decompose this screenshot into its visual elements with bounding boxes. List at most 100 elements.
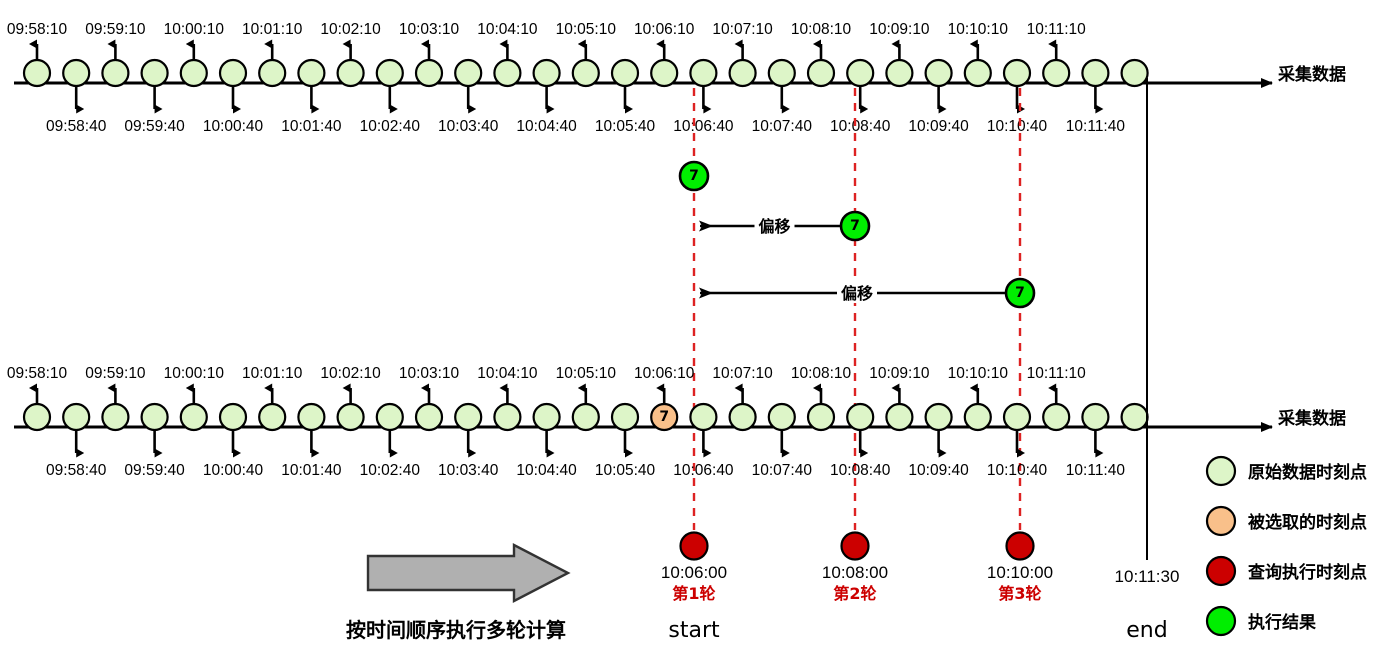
- raw-data-point: [1081, 402, 1110, 432]
- legend-label: 查询执行时刻点: [1247, 562, 1367, 583]
- flow-direction-label: 按时间顺序执行多轮计算: [346, 618, 566, 642]
- tick-label-down: 10:10:40: [987, 118, 1048, 135]
- raw-data-point: [1002, 402, 1032, 432]
- tick-label-down: 10:07:40: [752, 118, 813, 135]
- tick-label-down: 10:05:40: [595, 462, 656, 479]
- raw-data-point: [179, 58, 208, 88]
- tick-label-up: 10:11:10: [1027, 21, 1087, 38]
- result-point: [1004, 277, 1036, 309]
- raw-data-point: [493, 402, 522, 432]
- tick-label-down: 10:02:40: [360, 462, 421, 479]
- raw-data-point: [610, 58, 640, 88]
- raw-data-point: [297, 58, 326, 88]
- tick-label-up: 09:59:10: [85, 21, 146, 38]
- tick-label-down: 10:09:40: [908, 118, 969, 135]
- raw-data-point: [258, 58, 287, 88]
- legend-swatch: [1205, 555, 1237, 587]
- tick-label-up: 10:08:10: [791, 365, 852, 382]
- tick-label-up: 10:05:10: [556, 21, 617, 38]
- offset-label: 偏移: [841, 284, 873, 303]
- tick-label-up: 10:07:10: [712, 365, 773, 382]
- offset-label: 偏移: [758, 217, 790, 236]
- tick-label-up: 10:05:10: [556, 365, 617, 382]
- result-point-value: 7: [850, 218, 860, 234]
- raw-data-point: [689, 58, 718, 88]
- flow-arrow-group: 按时间顺序执行多轮计算: [346, 543, 571, 642]
- tick-label-down: 10:11:40: [1066, 462, 1126, 479]
- raw-data-point: [1120, 402, 1149, 432]
- raw-data-point: [297, 402, 326, 432]
- legend-swatch: [1205, 605, 1237, 637]
- raw-data-point: [1002, 58, 1032, 88]
- tick-label-down: 10:01:40: [281, 118, 342, 135]
- raw-data-point: [375, 58, 404, 88]
- legend-label: 执行结果: [1248, 612, 1316, 633]
- raw-data-point: [846, 402, 875, 432]
- query-execution-point: [679, 531, 709, 561]
- tick-label-down: 10:10:40: [987, 462, 1048, 479]
- raw-data-point: [767, 58, 796, 88]
- tick-label-up: 09:58:10: [7, 21, 68, 38]
- raw-data-point: [101, 58, 130, 88]
- raw-data-point: [140, 402, 169, 432]
- tick-label-up: 10:04:10: [477, 21, 538, 38]
- offset-label-backdrop: [837, 282, 877, 303]
- tick-label-up: 10:09:10: [869, 21, 930, 38]
- raw-data-point: [610, 402, 640, 432]
- raw-data-point: [140, 58, 169, 88]
- tick-label-down: 09:59:40: [124, 462, 185, 479]
- raw-data-point: [924, 58, 953, 88]
- end-marker-label: end: [1126, 618, 1167, 643]
- tick-label-up: 10:02:10: [320, 21, 381, 38]
- legend-swatch: [1205, 505, 1237, 537]
- raw-data-point: [493, 58, 522, 88]
- raw-data-point: [728, 402, 757, 432]
- top-timeline-group: 09:58:1009:58:4009:59:1009:59:4010:00:10…: [7, 21, 1273, 135]
- raw-data-point: [101, 402, 130, 432]
- tick-label-up: 10:00:10: [164, 365, 225, 382]
- raw-data-point: [258, 402, 287, 432]
- raw-data-point: [62, 402, 91, 432]
- execution-round-label: 第3轮: [998, 584, 1041, 603]
- raw-data-point: [454, 58, 483, 88]
- execution-time-label: 10:08:00: [822, 563, 888, 582]
- raw-data-point: [375, 402, 404, 432]
- legend-label: 被选取的时刻点: [1248, 512, 1367, 533]
- axis-name-top: 采集数据: [1278, 65, 1346, 85]
- tick-label-up: 10:00:10: [164, 21, 225, 38]
- tick-label-up: 10:01:10: [242, 21, 303, 38]
- tick-label-up: 10:09:10: [869, 365, 930, 382]
- tick-label-down: 10:08:40: [830, 118, 891, 135]
- offset-label-backdrop: [754, 215, 795, 236]
- raw-data-point: [414, 58, 444, 88]
- raw-data-point: [885, 58, 914, 88]
- tick-label-down: 09:58:40: [46, 462, 107, 479]
- tick-label-down: 10:00:40: [203, 118, 264, 135]
- result-point: [839, 210, 871, 242]
- raw-data-point: [532, 58, 561, 88]
- raw-data-point: [924, 402, 953, 432]
- tick-label-down: 10:09:40: [908, 462, 969, 479]
- tick-label-down: 10:04:40: [516, 462, 577, 479]
- raw-data-point: [336, 58, 365, 88]
- raw-data-point: [179, 402, 208, 432]
- start-marker-label: start: [668, 618, 720, 643]
- tick-label-up: 10:10:10: [948, 365, 1009, 382]
- end-time-label: 10:11:30: [1115, 567, 1180, 586]
- axis-name-bottom: 采集数据: [1278, 409, 1346, 429]
- execution-time-label: 10:10:00: [987, 563, 1053, 582]
- tick-label-down: 10:06:40: [673, 462, 734, 479]
- tick-label-up: 10:10:10: [948, 21, 1009, 38]
- raw-data-point: [22, 58, 52, 88]
- tick-label-down: 10:05:40: [595, 118, 656, 135]
- raw-data-point: [22, 402, 52, 432]
- raw-data-point: [62, 58, 91, 88]
- tick-label-down: 10:02:40: [360, 118, 421, 135]
- raw-data-point: [571, 402, 600, 432]
- raw-data-point: [1081, 58, 1110, 88]
- tick-label-up: 10:06:10: [634, 21, 695, 38]
- raw-data-point: [1042, 402, 1071, 432]
- raw-data-point: [336, 402, 365, 432]
